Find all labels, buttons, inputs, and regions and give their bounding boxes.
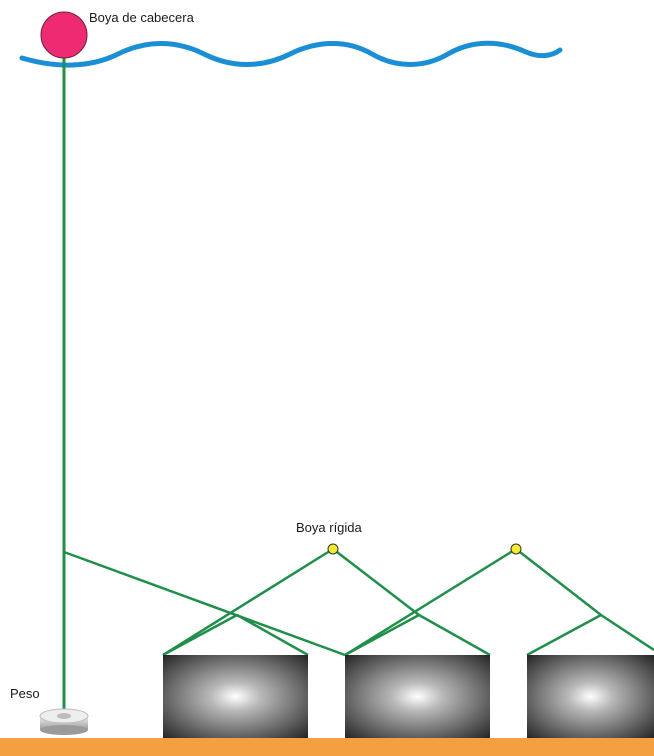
rope-buoy1-to-trap1 bbox=[162, 547, 334, 657]
surface-buoy-label: Boya de cabecera bbox=[89, 10, 194, 25]
rigid-buoy-1-icon bbox=[327, 543, 339, 555]
trap-1 bbox=[163, 655, 308, 738]
rope-trap2-right bbox=[418, 613, 491, 657]
seabed bbox=[0, 738, 654, 756]
rigid-buoy-2-icon bbox=[510, 543, 522, 555]
rope-main-to-trap2 bbox=[63, 550, 346, 657]
trap-3 bbox=[527, 655, 654, 738]
rope-trap3-right bbox=[600, 613, 654, 652]
rope-trap3-left bbox=[526, 613, 602, 657]
rigging-lines bbox=[63, 547, 654, 657]
rope-buoy2-to-trap3 bbox=[515, 548, 602, 616]
rope-trap1-left bbox=[162, 613, 238, 657]
weight-icon bbox=[39, 708, 89, 735]
weight-label: Peso bbox=[10, 686, 40, 701]
rope-buoy1-to-trap2 bbox=[332, 548, 420, 616]
sea-surface-wave bbox=[19, 40, 563, 68]
rigid-buoy-label: Boya rígida bbox=[296, 520, 362, 535]
trap-2 bbox=[345, 655, 490, 738]
rope-trap2-left bbox=[344, 613, 420, 657]
surface-buoy-icon bbox=[40, 11, 88, 59]
rope-trap1-right bbox=[236, 613, 309, 657]
rope-buoy2-to-trap2 bbox=[344, 547, 517, 657]
